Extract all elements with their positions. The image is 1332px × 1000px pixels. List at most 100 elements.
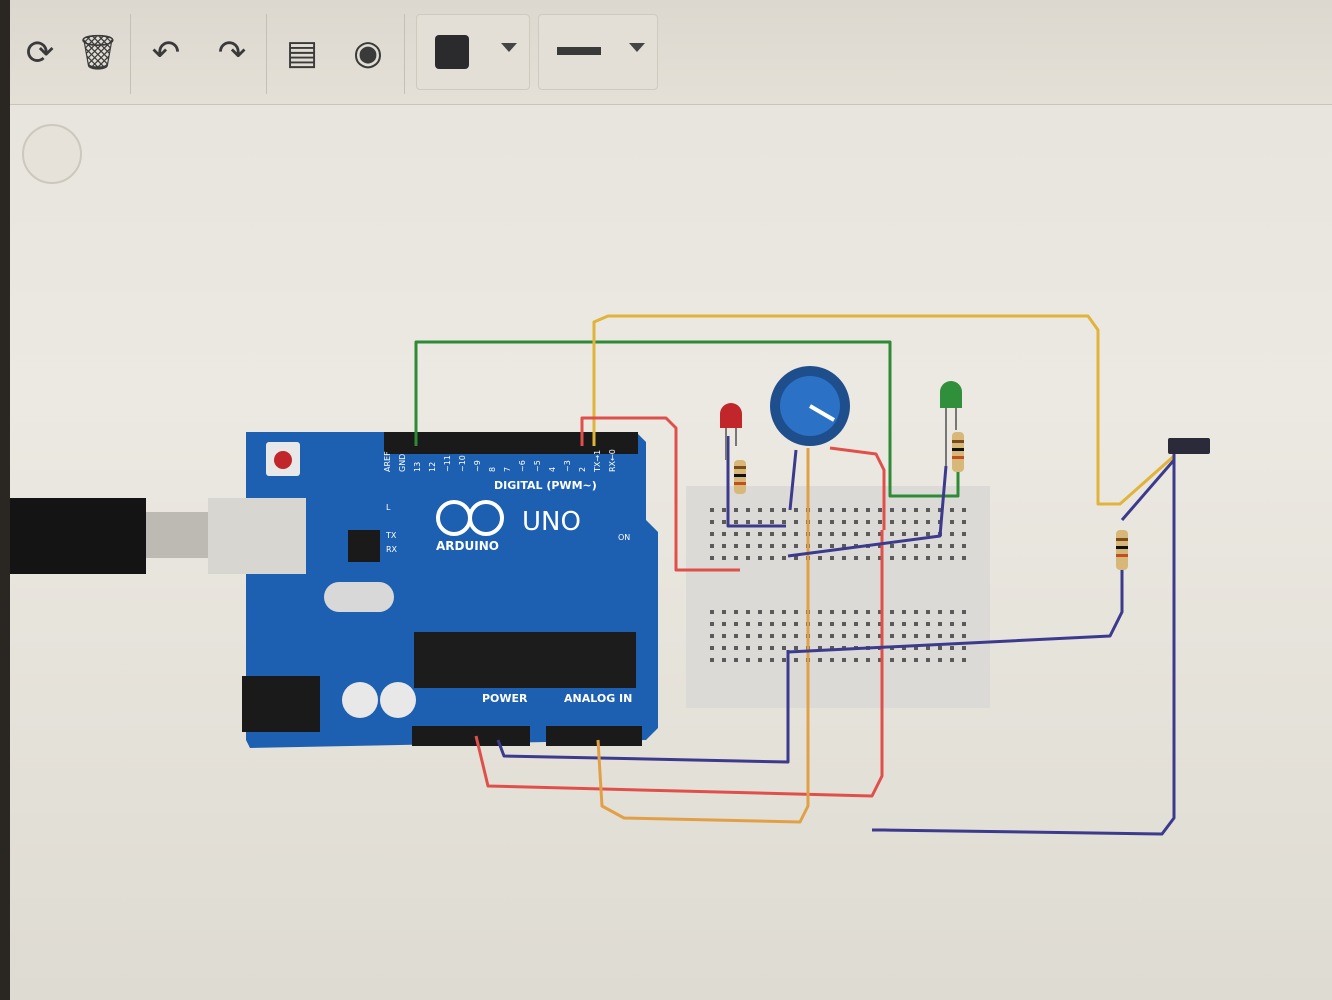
breadboard-hole[interactable]	[902, 532, 906, 536]
breadboard-hole[interactable]	[926, 556, 930, 560]
breadboard-hole[interactable]	[866, 556, 870, 560]
breadboard-hole[interactable]	[878, 508, 882, 512]
breadboard-hole[interactable]	[854, 610, 858, 614]
breadboard-hole[interactable]	[842, 658, 846, 662]
breadboard-hole[interactable]	[854, 508, 858, 512]
red-led[interactable]	[720, 403, 742, 460]
breadboard-hole[interactable]	[962, 634, 966, 638]
breadboard-hole[interactable]	[962, 622, 966, 626]
wire-blue-diag[interactable]	[1120, 459, 1176, 521]
breadboard-hole[interactable]	[866, 634, 870, 638]
breadboard-hole[interactable]	[914, 544, 918, 548]
breadboard-hole[interactable]	[902, 646, 906, 650]
breadboard-hole[interactable]	[782, 622, 786, 626]
breadboard-hole[interactable]	[746, 556, 750, 560]
wire-blue-led[interactable]	[726, 436, 786, 528]
breadboard-hole[interactable]	[830, 556, 834, 560]
breadboard-hole[interactable]	[770, 508, 774, 512]
breadboard-hole[interactable]	[962, 520, 966, 524]
breadboard-hole[interactable]	[902, 520, 906, 524]
breadboard-hole[interactable]	[950, 658, 954, 662]
green-led[interactable]	[940, 381, 962, 466]
breadboard-hole[interactable]	[794, 634, 798, 638]
breadboard-hole[interactable]	[734, 658, 738, 662]
breadboard-hole[interactable]	[734, 610, 738, 614]
breadboard-hole[interactable]	[710, 634, 714, 638]
wire-orange-a3[interactable]	[596, 448, 810, 824]
breadboard-hole[interactable]	[902, 556, 906, 560]
breadboard-hole[interactable]	[878, 532, 882, 536]
breadboard-hole[interactable]	[842, 520, 846, 524]
breadboard-hole[interactable]	[950, 532, 954, 536]
breadboard-hole[interactable]	[890, 658, 894, 662]
breadboard-hole[interactable]	[794, 622, 798, 626]
breadboard-hole[interactable]	[890, 520, 894, 524]
breadboard-hole[interactable]	[722, 610, 726, 614]
breadboard-hole[interactable]	[746, 610, 750, 614]
breadboard-hole[interactable]	[710, 646, 714, 650]
wire-blue-ldr[interactable]	[872, 452, 1176, 836]
breadboard-hole[interactable]	[830, 520, 834, 524]
breadboard-hole[interactable]	[818, 556, 822, 560]
breadboard-hole[interactable]	[902, 622, 906, 626]
resistor[interactable]	[734, 460, 746, 494]
breadboard-hole[interactable]	[818, 622, 822, 626]
breadboard-hole[interactable]	[866, 532, 870, 536]
wire-red-5v[interactable]	[474, 530, 884, 798]
breadboard-hole[interactable]	[902, 544, 906, 548]
breadboard-hole[interactable]	[818, 532, 822, 536]
breadboard-hole[interactable]	[962, 532, 966, 536]
breadboard-hole[interactable]	[890, 622, 894, 626]
breadboard-hole[interactable]	[842, 634, 846, 638]
breadboard-hole[interactable]	[842, 532, 846, 536]
breadboard-hole[interactable]	[926, 646, 930, 650]
wire-green[interactable]	[414, 340, 960, 498]
breadboard-hole[interactable]	[938, 610, 942, 614]
breadboard-hole[interactable]	[938, 556, 942, 560]
resistor[interactable]	[1116, 530, 1128, 570]
breadboard-hole[interactable]	[734, 646, 738, 650]
breadboard-hole[interactable]	[722, 508, 726, 512]
line-style-dropdown[interactable]	[538, 14, 658, 90]
breadboard-hole[interactable]	[818, 520, 822, 524]
breadboard-hole[interactable]	[734, 520, 738, 524]
breadboard-hole[interactable]	[746, 622, 750, 626]
breadboard-hole[interactable]	[746, 646, 750, 650]
breadboard-hole[interactable]	[938, 544, 942, 548]
breadboard-hole[interactable]	[746, 532, 750, 536]
breadboard-hole[interactable]	[962, 544, 966, 548]
breadboard-hole[interactable]	[926, 532, 930, 536]
breadboard-hole[interactable]	[854, 520, 858, 524]
breadboard-hole[interactable]	[890, 556, 894, 560]
breadboard-hole[interactable]	[782, 532, 786, 536]
breadboard-hole[interactable]	[950, 556, 954, 560]
breadboard-hole[interactable]	[842, 544, 846, 548]
breadboard-hole[interactable]	[914, 556, 918, 560]
breadboard-hole[interactable]	[734, 622, 738, 626]
breadboard-hole[interactable]	[722, 556, 726, 560]
breadboard-hole[interactable]	[746, 508, 750, 512]
breadboard-hole[interactable]	[866, 508, 870, 512]
breadboard-hole[interactable]	[770, 532, 774, 536]
breadboard-hole[interactable]	[926, 658, 930, 662]
breadboard-hole[interactable]	[950, 646, 954, 650]
breadboard-hole[interactable]	[914, 610, 918, 614]
breadboard-hole[interactable]	[818, 646, 822, 650]
breadboard-hole[interactable]	[854, 658, 858, 662]
visibility-icon[interactable]: ◉	[353, 33, 383, 73]
breadboard-hole[interactable]	[914, 646, 918, 650]
breadboard-hole[interactable]	[878, 544, 882, 548]
breadboard-hole[interactable]	[794, 610, 798, 614]
breadboard-hole[interactable]	[830, 532, 834, 536]
breadboard-hole[interactable]	[914, 508, 918, 512]
breadboard-hole[interactable]	[950, 520, 954, 524]
breadboard-hole[interactable]	[710, 544, 714, 548]
breadboard-hole[interactable]	[890, 610, 894, 614]
breadboard-hole[interactable]	[758, 532, 762, 536]
notes-icon[interactable]: ▤	[285, 33, 319, 73]
breadboard-hole[interactable]	[782, 508, 786, 512]
breadboard-hole[interactable]	[770, 646, 774, 650]
breadboard-hole[interactable]	[734, 544, 738, 548]
breadboard-hole[interactable]	[962, 658, 966, 662]
breadboard-hole[interactable]	[782, 646, 786, 650]
